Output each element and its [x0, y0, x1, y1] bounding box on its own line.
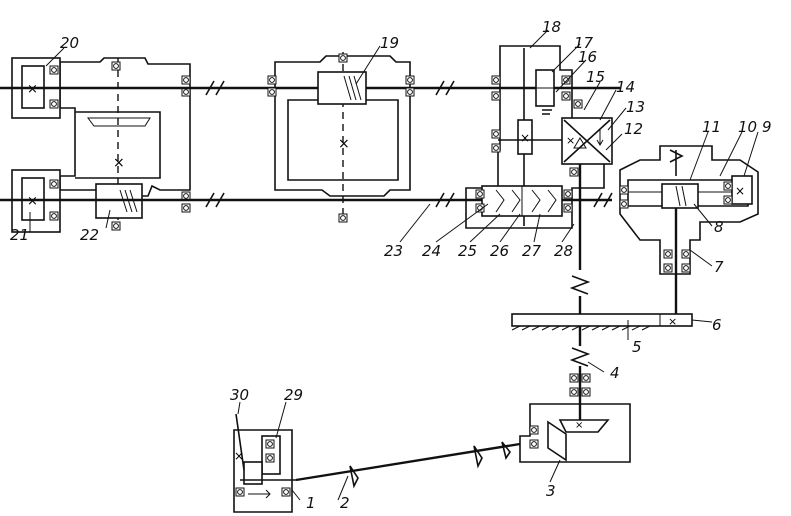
upper-drive-shaft	[0, 80, 620, 96]
label-1: 1	[306, 494, 316, 512]
label-19: 19	[380, 34, 399, 52]
lower-vertical-shaft-4	[569, 326, 591, 420]
svg-text:×: ×	[27, 194, 38, 209]
label-3: 3	[546, 482, 556, 500]
label-22: 22	[80, 226, 99, 244]
power-take-off-unit: ×	[619, 145, 759, 320]
label-6: 6	[712, 316, 722, 334]
label-2: 2	[340, 494, 350, 512]
label-25: 25	[458, 242, 477, 260]
label-9: 9	[762, 118, 772, 136]
label-18: 18	[542, 18, 561, 36]
label-23: 23	[384, 242, 403, 260]
svg-text:×: ×	[575, 420, 583, 431]
label-11: 11	[702, 118, 721, 136]
label-17: 17	[574, 34, 594, 52]
label-4: 4	[610, 364, 620, 382]
label-28: 28	[554, 242, 573, 260]
label-5: 5	[632, 338, 642, 356]
label-12: 12	[624, 120, 643, 138]
label-10: 10	[738, 118, 757, 136]
label-26: 26	[490, 242, 509, 260]
svg-text:×: ×	[520, 131, 530, 145]
label-8: 8	[714, 218, 724, 236]
svg-text:×: ×	[338, 136, 350, 152]
svg-text:×: ×	[234, 449, 244, 463]
label-27: 27	[522, 242, 542, 260]
frame-5: ×	[511, 313, 693, 331]
label-30: 30	[230, 386, 249, 404]
label-15: 15	[586, 68, 605, 86]
label-7: 7	[714, 258, 724, 276]
bevel-gearbox-3: ×	[519, 403, 631, 463]
label-21: 21	[10, 226, 29, 244]
vertical-shaft-28	[569, 164, 591, 314]
label-20: 20	[60, 34, 79, 52]
final-drive-gear-19	[317, 71, 367, 105]
engine-gearbox-1: ×	[233, 413, 296, 513]
cross-mark: ×	[113, 155, 125, 171]
label-14: 14	[616, 78, 635, 96]
part-number-labels: 1 2 3 4 5 6 7 8 9 10 11 12 13 14 15 16 1…	[10, 18, 772, 512]
svg-text:×: ×	[27, 82, 38, 97]
bevel-drive-13: ×	[561, 117, 613, 165]
svg-text:×: ×	[668, 315, 677, 328]
label-29: 29	[284, 386, 303, 404]
svg-text:×: ×	[735, 184, 745, 198]
transfer-case: ×	[465, 45, 605, 229]
leader-lines	[29, 29, 759, 501]
label-24: 24	[422, 242, 441, 260]
svg-text:×: ×	[566, 134, 575, 147]
label-16: 16	[578, 48, 597, 66]
cardan-shaft-2	[295, 441, 521, 489]
label-13: 13	[626, 98, 645, 116]
